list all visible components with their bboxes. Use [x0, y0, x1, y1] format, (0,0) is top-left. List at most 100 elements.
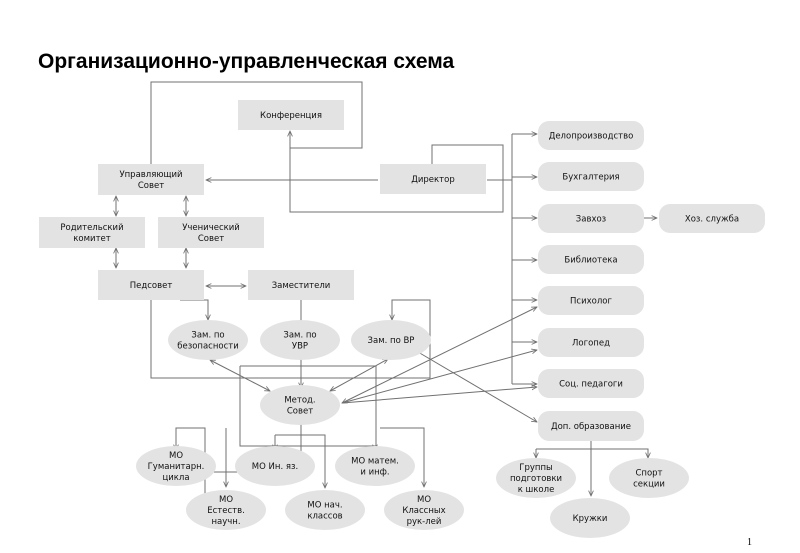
- node-label: УВР: [292, 342, 308, 352]
- page-title: Организационно-управленческая схема: [38, 50, 455, 73]
- node-label: безопасности: [177, 342, 239, 352]
- node-shape: [248, 270, 354, 300]
- node-label: Библиотека: [564, 256, 617, 266]
- node-label: МО нач.: [307, 501, 342, 511]
- node-logoped: Логопед: [538, 328, 644, 357]
- node-label: Педсовет: [130, 281, 173, 291]
- node-label: Хоз. служба: [685, 215, 739, 225]
- node-shape: [186, 490, 266, 530]
- node-shape: [659, 204, 765, 233]
- node-soc-pedagogi: Соц. педагоги: [538, 369, 644, 398]
- node-kruzhki: Кружки: [550, 498, 630, 538]
- node-shape: [538, 204, 644, 233]
- node-shape: [538, 162, 644, 191]
- node-label: Психолог: [570, 297, 612, 307]
- node-label: Доп. образование: [551, 422, 631, 432]
- connector-metod-socped: [341, 387, 537, 404]
- connector-pedsovet-zambez: [180, 299, 208, 320]
- node-label: Кружки: [573, 514, 608, 524]
- node-shape: [136, 446, 216, 486]
- node-shape: [158, 217, 264, 248]
- node-label: МО: [417, 495, 431, 505]
- node-label: Группы: [519, 463, 552, 473]
- node-shape: [496, 458, 576, 498]
- node-shape: [260, 385, 340, 425]
- node-label: Соц. педагоги: [559, 380, 623, 390]
- node-shape: [351, 320, 431, 360]
- node-shape: [235, 446, 315, 486]
- connector-metod-psiholog: [342, 307, 537, 403]
- node-deloproizvodstvo: Делопроизводство: [538, 121, 644, 150]
- node-label: МО Ин. яз.: [252, 462, 298, 472]
- node-shape: [39, 217, 145, 248]
- node-label: комитет: [73, 234, 110, 244]
- node-konferenciya: Конференция: [238, 100, 344, 130]
- node-label: Родительский: [60, 223, 123, 233]
- node-label: Метод.: [284, 396, 315, 406]
- node-shape: [380, 164, 486, 194]
- node-shape: [609, 458, 689, 498]
- node-shape: [285, 490, 365, 530]
- node-shape: [98, 164, 204, 195]
- node-shape: [550, 498, 630, 538]
- node-hoz-sluzhba: Хоз. служба: [659, 204, 765, 233]
- node-shape: [335, 446, 415, 486]
- connector-mo-in: [275, 434, 325, 488]
- connector-zamvr-dopobr: [417, 351, 537, 422]
- node-label: цикла: [162, 473, 189, 483]
- node-label: классов: [307, 512, 342, 522]
- node-label: Естеств.: [207, 506, 245, 516]
- node-label: секции: [633, 480, 665, 490]
- node-label: МО: [169, 451, 183, 461]
- node-label: Управляющий: [119, 170, 182, 180]
- node-shape: [538, 411, 644, 441]
- node-biblioteka: Библиотека: [538, 245, 644, 274]
- node-psiholog: Психолог: [538, 286, 644, 315]
- node-label: Классных: [402, 506, 445, 516]
- node-label: Ученический: [182, 223, 240, 233]
- node-shape: [538, 369, 644, 398]
- node-label: Гуманитарн.: [148, 462, 205, 472]
- connector-mo-klass: [380, 427, 424, 487]
- node-shape: [384, 490, 464, 530]
- node-label: рук-лей: [407, 517, 442, 527]
- node-label: Логопед: [572, 339, 610, 349]
- node-shape: [538, 328, 644, 357]
- node-label: Спорт: [635, 469, 662, 479]
- node-shape: [238, 100, 344, 130]
- connector-zamvr-metod: [330, 359, 388, 391]
- node-zavhoz: Завхоз: [538, 204, 644, 233]
- node-zam-vr: Зам. по ВР: [351, 320, 431, 360]
- node-shape: [168, 320, 248, 360]
- node-zamestiteli: Заместители: [248, 270, 354, 300]
- node-label: Конференция: [260, 111, 322, 121]
- node-label: подготовки: [510, 474, 562, 484]
- node-mo-in: МО Ин. яз.: [235, 446, 315, 486]
- node-label: Делопроизводство: [549, 132, 634, 142]
- node-label: Зам. по: [191, 331, 224, 341]
- node-label: Бухгалтерия: [562, 173, 619, 183]
- node-label: МО матем.: [351, 457, 399, 467]
- node-dop-obr: Доп. образование: [538, 411, 644, 441]
- node-label: к школе: [518, 485, 555, 495]
- node-label: Зам. по ВР: [368, 336, 415, 346]
- node-mo-mat: МО матем.и инф.: [335, 446, 415, 486]
- node-label: Завхоз: [576, 215, 607, 225]
- node-shape: [538, 245, 644, 274]
- node-pedsovet: Педсовет: [98, 270, 204, 300]
- page-number: 1: [747, 537, 752, 548]
- node-label: Директор: [411, 175, 454, 185]
- node-label: МО: [219, 495, 233, 505]
- node-label: Зам. по: [283, 331, 316, 341]
- node-label: Совет: [138, 181, 164, 191]
- node-direktor: Директор: [380, 164, 486, 194]
- node-metod-sovet: Метод.Совет: [260, 385, 340, 425]
